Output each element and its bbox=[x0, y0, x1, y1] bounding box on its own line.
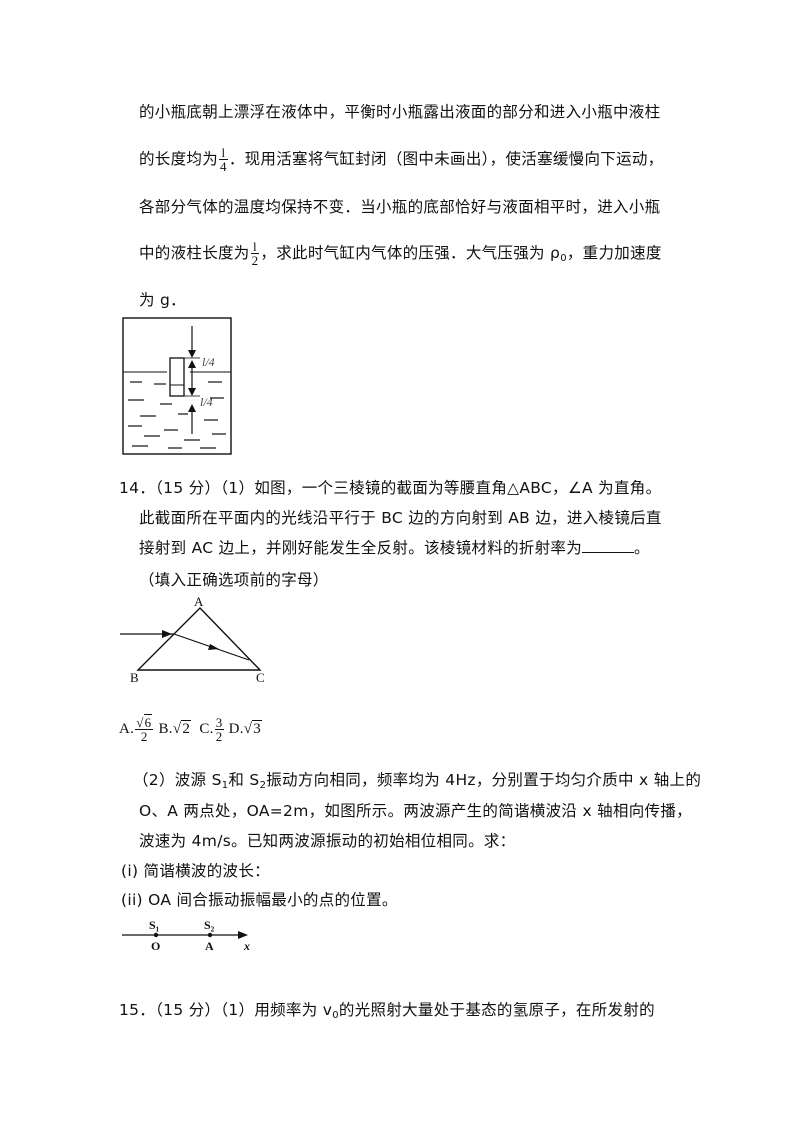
q14-part2-line3: 波速为 4m/s。已知两波源振动的初始相位相同。求： bbox=[139, 832, 516, 850]
label-s2: S₂ bbox=[204, 918, 215, 932]
bottle bbox=[169, 357, 185, 397]
s2-subscript: 2 bbox=[259, 780, 267, 791]
option-c-label: C. bbox=[199, 720, 214, 737]
q14-line3: 接射到 AC 边上，并刚好能发生全反射。该棱镜材料的折射率为 。 bbox=[139, 536, 650, 558]
double-arrow-head-down bbox=[188, 388, 196, 396]
rho-subscript: 0 bbox=[560, 253, 567, 264]
arrow-down-head bbox=[188, 350, 196, 358]
label-x: x bbox=[243, 939, 250, 953]
label-l4-bottom: l/4 bbox=[200, 395, 213, 409]
x-axis-arrow bbox=[238, 931, 248, 939]
label-a: A bbox=[205, 939, 214, 953]
option-a-den: 2 bbox=[140, 729, 148, 744]
q14-part2-line1: （2）波源 S1和 S2振动方向相同，频率均为 4Hz，分别置于均匀介质中 x … bbox=[133, 768, 701, 791]
point-o bbox=[153, 932, 159, 938]
q14-part2-line5: (ii) OA 间合振动振幅最小的点的位置。 bbox=[121, 891, 398, 909]
wave-sources-figure: S₁ S₂ O A x bbox=[122, 918, 250, 953]
option-d-label: D. bbox=[228, 720, 244, 737]
option-c-den: 2 bbox=[215, 729, 223, 744]
q15-text-a: 15．（15 分）（1）用频率为 v bbox=[119, 1001, 333, 1019]
q13-line4-text-a: 中的液柱长度为 bbox=[139, 244, 250, 262]
q14-part2-line2: O、A 两点处，OA=2m，如图所示。两波源产生的简谐横波沿 x 轴相向传播， bbox=[139, 802, 692, 820]
refracted-ray-arrow bbox=[208, 644, 219, 650]
part2-text-b: 和 S bbox=[228, 771, 260, 789]
q13-line2-text-a: 的长度均为 bbox=[139, 150, 219, 168]
incident-ray-arrow bbox=[162, 630, 172, 638]
q14-line2: 此截面所在平面内的光线沿平行于 BC 边的方向射到 AB 边，进入棱镜后直 bbox=[139, 509, 662, 527]
q15-header: 15．（15 分）（1）用频率为 v0的光照射大量处于基态的氢原子，在所发射的 bbox=[119, 998, 655, 1021]
option-c-num: 3 bbox=[214, 715, 224, 730]
cylinder-bottle-figure: l/4 l/4 bbox=[122, 317, 232, 455]
label-o: O bbox=[151, 939, 160, 953]
part2-text-c: 振动方向相同，频率均为 4Hz，分别置于均匀介质中 x 轴上的 bbox=[266, 771, 702, 789]
vertex-c-label: C bbox=[256, 670, 265, 685]
frac-num: l bbox=[250, 240, 260, 254]
q14-line3-end: 。 bbox=[634, 539, 650, 557]
q14-part2-line4: (i) 简谐横波的波长： bbox=[121, 862, 270, 880]
q13-line1: 的小瓶底朝上漂浮在液体中，平衡时小瓶露出液面的部分和进入小瓶中液柱 bbox=[139, 103, 661, 121]
vertex-a-label: A bbox=[194, 594, 204, 609]
q13-line2-text-b: ．现用活塞将气缸封闭（图中未画出），使活塞缓慢向下运动， bbox=[228, 150, 664, 168]
q14-line3-text: 接射到 AC 边上，并刚好能发生全反射。该棱镜材料的折射率为 bbox=[139, 539, 583, 557]
option-a-label: A. bbox=[119, 720, 135, 737]
double-arrow-head-up bbox=[188, 360, 196, 368]
option-a-radicand: 6 bbox=[143, 714, 153, 730]
answer-blank bbox=[582, 540, 635, 553]
q15-text-b: 的光照射大量处于基态的氢原子，在所发射的 bbox=[338, 1001, 655, 1019]
q13-line4-text-b: ，求此时气缸内气体的压强．大气压强为 ρ bbox=[260, 244, 561, 262]
option-d-radicand: 3 bbox=[252, 719, 263, 737]
frac-num: l bbox=[219, 146, 228, 160]
v0-subscript: 0 bbox=[332, 1010, 339, 1021]
cylinder-outline bbox=[122, 317, 232, 455]
sqrt-icon: √3 bbox=[243, 719, 263, 737]
q14-header: 14．（15 分）（1）如图，一个三棱镜的截面为等腰直角△ABC，∠A 为直角。 bbox=[119, 479, 662, 497]
arrow-up-head bbox=[188, 404, 196, 412]
q14-line4: （填入正确选项前的字母） bbox=[139, 571, 329, 589]
label-s1: S₁ bbox=[149, 918, 160, 932]
triangle-abc bbox=[136, 607, 262, 671]
option-b-radicand: 2 bbox=[181, 719, 192, 737]
sqrt-icon: √2 bbox=[172, 719, 192, 737]
sqrt-icon: √6 bbox=[136, 714, 153, 730]
vertex-b-label: B bbox=[130, 670, 139, 685]
frac-den: 2 bbox=[251, 253, 259, 268]
option-b-label: B. bbox=[158, 720, 173, 737]
s1-subscript: 1 bbox=[221, 780, 229, 791]
point-a bbox=[207, 932, 213, 938]
q13-line3: 各部分气体的温度均保持不变．当小瓶的底部恰好与液面相平时，进入小瓶 bbox=[139, 198, 661, 216]
liquid-dashes bbox=[128, 381, 226, 449]
q13-line4-text-c: ，重力加速度 bbox=[566, 244, 662, 262]
label-l4-top: l/4 bbox=[202, 355, 215, 369]
frac-den: 4 bbox=[220, 159, 227, 174]
part2-text-a: （2）波源 S bbox=[133, 771, 222, 789]
q13-line5: 为 g． bbox=[139, 291, 186, 309]
prism-figure: A B C bbox=[120, 594, 265, 685]
